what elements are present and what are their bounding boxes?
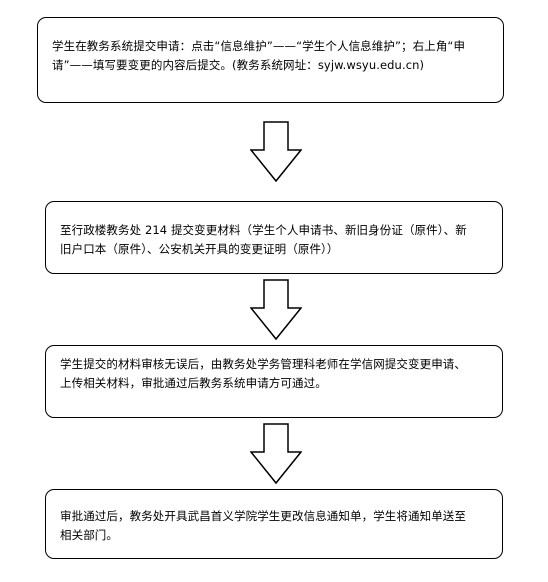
step-2-text-line-1: 至行政楼教务处 214 提交变更材料（学生个人申请书、新旧身份证（原件）、新	[60, 223, 467, 237]
flow-step-1: 学生在教务系统提交申请：点击“信息维护”——“学生个人信息维护”；右上角“申 请…	[37, 17, 504, 103]
flow-step-2: 至行政楼教务处 214 提交变更材料（学生个人申请书、新旧身份证（原件）、新 旧…	[45, 201, 503, 274]
flow-step-4: 审批通过后，教务处开具武昌首义学院学生更改信息通知单，学生将通知单送至 相关部门…	[45, 489, 503, 559]
step-2-text-line-2: 旧户口本（原件）、公安机关开具的变更证明（原件））	[60, 242, 339, 256]
step-3-text-line-1: 学生提交的材料审核无误后，由教务处学务管理科老师在学信网提交变更申请、	[60, 357, 466, 371]
step-1-text-line-2: 请”——填写要变更的内容后提交。(教务系统网址：syjw.wsyu.edu.cn…	[52, 58, 425, 72]
step-3-text-line-2: 上传相关材料，审批通过后教务系统申请方可通过。	[60, 376, 327, 390]
down-arrow-icon	[250, 121, 302, 183]
step-1-text-line-1: 学生在教务系统提交申请：点击“信息维护”——“学生个人信息维护”；右上角“申	[52, 39, 466, 53]
flow-step-3: 学生提交的材料审核无误后，由教务处学务管理科老师在学信网提交变更申请、 上传相关…	[45, 345, 503, 418]
step-4-text-line-2: 相关部门。	[60, 528, 118, 542]
down-arrow-icon	[250, 423, 302, 485]
down-arrow-icon	[250, 279, 302, 341]
step-4-text-line-1: 审批通过后，教务处开具武昌首义学院学生更改信息通知单，学生将通知单送至	[60, 509, 466, 523]
